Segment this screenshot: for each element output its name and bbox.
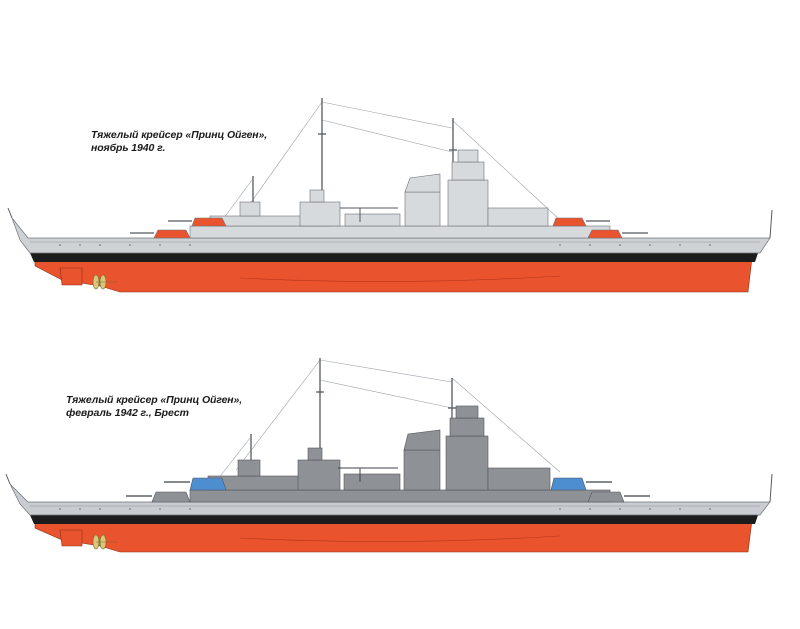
rudder bbox=[59, 267, 83, 286]
underwater-hull bbox=[34, 257, 753, 293]
turret-guns bbox=[126, 481, 650, 497]
propeller-icon bbox=[92, 274, 118, 290]
portholes bbox=[59, 508, 711, 510]
rudder bbox=[59, 529, 83, 547]
profile-2-caption-line2: февраль 1942 г., Брест bbox=[66, 407, 189, 419]
flagstaffs bbox=[7, 207, 773, 239]
aircraft-crane bbox=[338, 467, 398, 482]
boot-topping bbox=[30, 515, 758, 524]
rigging bbox=[213, 359, 561, 485]
main-turrets bbox=[151, 477, 625, 503]
profile-1-caption: Тяжелый крейсер «Принц Ойген», ноябрь 19… bbox=[91, 129, 267, 155]
superstructure bbox=[189, 149, 611, 239]
portholes bbox=[59, 244, 711, 246]
profile-1-caption-line1: Тяжелый крейсер «Принц Ойген», bbox=[91, 129, 268, 141]
profile-1-caption-line2: ноябрь 1940 г. bbox=[91, 142, 166, 154]
underwater-hull bbox=[34, 519, 753, 553]
aircraft-crane bbox=[340, 207, 398, 222]
profile-2-caption-line1: Тяжелый крейсер «Принц Ойген», bbox=[66, 394, 243, 406]
main-turrets bbox=[153, 217, 623, 239]
hull bbox=[9, 483, 771, 516]
superstructure bbox=[189, 405, 611, 503]
turret-guns bbox=[130, 220, 648, 234]
boot-topping bbox=[30, 253, 758, 262]
propeller-icon bbox=[92, 534, 118, 550]
ship-profile-1942 bbox=[5, 358, 773, 553]
flagstaffs bbox=[5, 473, 773, 503]
ship-profile-1940 bbox=[7, 98, 773, 293]
profile-2-caption: Тяжелый крейсер «Принц Ойген», февраль 1… bbox=[66, 394, 242, 420]
hull bbox=[11, 217, 771, 254]
rigging bbox=[214, 101, 561, 231]
